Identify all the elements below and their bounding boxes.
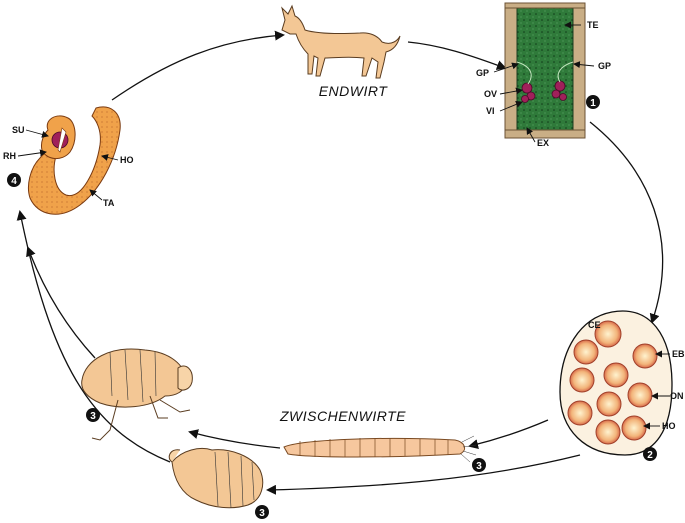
label-on: ON <box>670 391 684 401</box>
label-ce: CE <box>588 320 601 330</box>
cyst-pointers <box>17 129 119 201</box>
label-ov: OV <box>484 89 497 99</box>
svg-text:4: 4 <box>11 176 17 187</box>
flea-larva <box>283 435 477 463</box>
arrow-cyst-to-host <box>111 30 285 101</box>
louse <box>168 448 264 509</box>
arrow-flea-to-cyst <box>26 246 96 359</box>
label-te: TE <box>587 20 599 30</box>
label-rh: RH <box>3 151 16 161</box>
eggs <box>567 320 658 445</box>
egg-pointers <box>643 350 670 430</box>
label-su: SU <box>12 125 25 135</box>
stage-2-badge: 2 <box>643 447 657 461</box>
flea <box>81 348 193 441</box>
svg-text:3: 3 <box>259 508 265 519</box>
ovary-left <box>521 82 536 103</box>
cycle-arrows <box>16 30 664 495</box>
arrow-eggs-to-larva <box>468 419 549 449</box>
stage-1-badge: 1 <box>586 95 600 109</box>
stage-4-badge: 4 <box>7 173 21 187</box>
label-gp-right: GP <box>598 61 611 71</box>
arrow-host-to-proglottid <box>407 41 507 70</box>
label-ho-egg: HO <box>662 421 676 431</box>
zwischenwirte-label: ZWISCHENWIRTE <box>279 408 406 424</box>
svg-text:2: 2 <box>647 450 653 461</box>
svg-text:1: 1 <box>590 98 596 109</box>
egg-packet <box>559 310 673 456</box>
stage-3-louse-badge: 3 <box>255 505 269 519</box>
arrow-louse-to-cyst <box>16 210 171 463</box>
label-vi: VI <box>486 106 495 116</box>
arrow-proglottid-to-eggs <box>589 121 664 324</box>
stage-3-larva-badge: 3 <box>472 458 486 472</box>
cysticercoid <box>27 106 121 215</box>
dog-definitive-host <box>281 4 401 79</box>
label-ho-cyst: HO <box>120 155 134 165</box>
stage-3-flea-badge: 3 <box>86 408 100 422</box>
label-ex: EX <box>537 138 549 148</box>
endwirt-label: ENDWIRT <box>319 83 389 99</box>
ovary-right <box>551 80 567 101</box>
proglottid-pointers <box>493 21 595 143</box>
proglottid <box>504 2 586 139</box>
label-eb: EB <box>672 349 685 359</box>
arrow-larva-to-flea <box>188 429 281 449</box>
arrow-eggs-to-louse <box>266 454 581 495</box>
svg-text:3: 3 <box>476 461 482 472</box>
label-gp-left: GP <box>476 68 489 78</box>
label-ta: TA <box>103 198 115 208</box>
svg-text:3: 3 <box>90 411 96 422</box>
